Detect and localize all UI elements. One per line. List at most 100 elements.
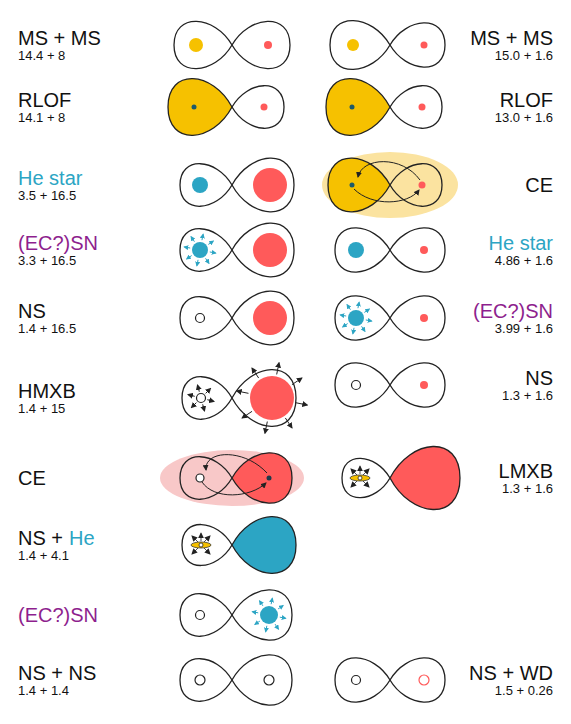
stage-label: NS (525, 367, 553, 389)
roche-lobe (326, 79, 390, 136)
star (347, 39, 359, 51)
stage-label: HMXB (18, 380, 76, 402)
roche-lobe (342, 458, 390, 497)
compact-object (352, 676, 361, 685)
mass-label: 13.0 + 1.6 (495, 111, 553, 125)
stage-label: CE (18, 467, 46, 489)
jet-arrow (351, 469, 357, 475)
star (189, 38, 203, 52)
accretion-disk (350, 475, 370, 481)
roche-lobe (390, 296, 445, 340)
mass-label: 3.3 + 16.5 (18, 254, 76, 268)
ejecta-arrow (347, 305, 350, 310)
compact-object (196, 314, 205, 323)
ejecta-arrow (191, 403, 196, 408)
roche-lobe (180, 164, 232, 207)
ejecta-arrow (277, 363, 279, 375)
roche-lobe (182, 525, 232, 566)
roche-lobe (168, 79, 232, 136)
ejecta-arrow (358, 302, 359, 308)
stage-label: He (69, 527, 95, 549)
roche-lobe (232, 655, 292, 705)
roche-lobe (180, 594, 232, 637)
star (253, 233, 287, 267)
star (419, 182, 426, 189)
roche-lobe (180, 457, 232, 500)
ejecta-arrow (237, 391, 249, 393)
ejecta-arrow (188, 395, 195, 397)
ejecta-arrow (252, 612, 258, 613)
ejecta-arrow (191, 237, 194, 242)
roche-lobe (232, 291, 294, 345)
star (264, 41, 272, 49)
mass-label: 14.4 + 8 (18, 49, 65, 63)
ejecta-arrow (210, 252, 216, 253)
ejecta-arrow (260, 601, 263, 606)
roche-lobe (335, 658, 390, 702)
stage-label: NS (18, 300, 46, 322)
mass-label: 4.86 + 1.6 (495, 254, 553, 268)
ejecta-arrow (265, 422, 267, 434)
roche-lobe (232, 517, 296, 574)
ejecta-arrow (343, 324, 348, 327)
star (192, 105, 197, 110)
jet-arrow (192, 536, 198, 542)
roche-lobe (390, 23, 445, 67)
compact-object (195, 675, 205, 685)
star (250, 376, 294, 420)
ejecta-arrow (203, 404, 205, 411)
roche-lobe (390, 228, 445, 272)
roche-lobe (232, 86, 284, 129)
star (253, 301, 287, 335)
jet-arrow (360, 466, 361, 474)
inspiral-arrow (354, 189, 419, 202)
mass-label: 1.3 + 1.6 (502, 389, 553, 403)
ejecta-arrow (197, 260, 198, 266)
star (350, 105, 355, 110)
jet-arrow (192, 548, 198, 554)
star (420, 381, 428, 389)
compact-object (197, 394, 206, 403)
inspiral-arrow (202, 482, 266, 495)
compact-object (199, 543, 203, 547)
ejecta-arrow (296, 403, 308, 405)
ejecta-arrow (364, 309, 369, 312)
stage-label: MS + MS (18, 27, 101, 49)
roche-lobe (232, 158, 294, 212)
ejecta-arrow (278, 606, 283, 609)
star (261, 104, 268, 111)
star (253, 168, 287, 202)
star (419, 104, 426, 111)
stage-label: (EC?)SN (473, 300, 553, 322)
compact-object (358, 476, 362, 480)
jet-arrow (351, 481, 357, 487)
inspiral-arrow (358, 162, 420, 180)
compact-object (264, 675, 274, 685)
accretion-disk (191, 542, 211, 548)
roche-lobe (390, 164, 442, 207)
stage-label: CE (525, 174, 553, 196)
ejecta-arrow (255, 621, 260, 624)
ejecta-arrow (353, 328, 354, 334)
compact-object (196, 611, 205, 620)
ejecta-arrow (242, 411, 252, 418)
star (348, 310, 364, 326)
star (420, 246, 428, 254)
jet-arrow (204, 536, 210, 542)
mass-label: 1.4 + 1.4 (18, 684, 69, 698)
ejecta-arrow (184, 247, 190, 248)
roche-lobe (232, 590, 292, 640)
stage-label: NS + (18, 527, 63, 549)
roche-lobe (232, 370, 296, 427)
ejecta-arrow (280, 617, 286, 618)
ejecta-arrow (207, 400, 214, 402)
star (267, 476, 272, 481)
star (350, 183, 355, 188)
ejecta-arrow (206, 258, 209, 263)
mass-label: 1.4 + 4.1 (18, 549, 69, 563)
compact-object (352, 381, 361, 390)
stage-label: (EC?)SN (18, 604, 98, 626)
stage-label: LMXB (499, 460, 553, 482)
ejecta-arrow (208, 241, 213, 244)
compact-object (196, 474, 204, 482)
